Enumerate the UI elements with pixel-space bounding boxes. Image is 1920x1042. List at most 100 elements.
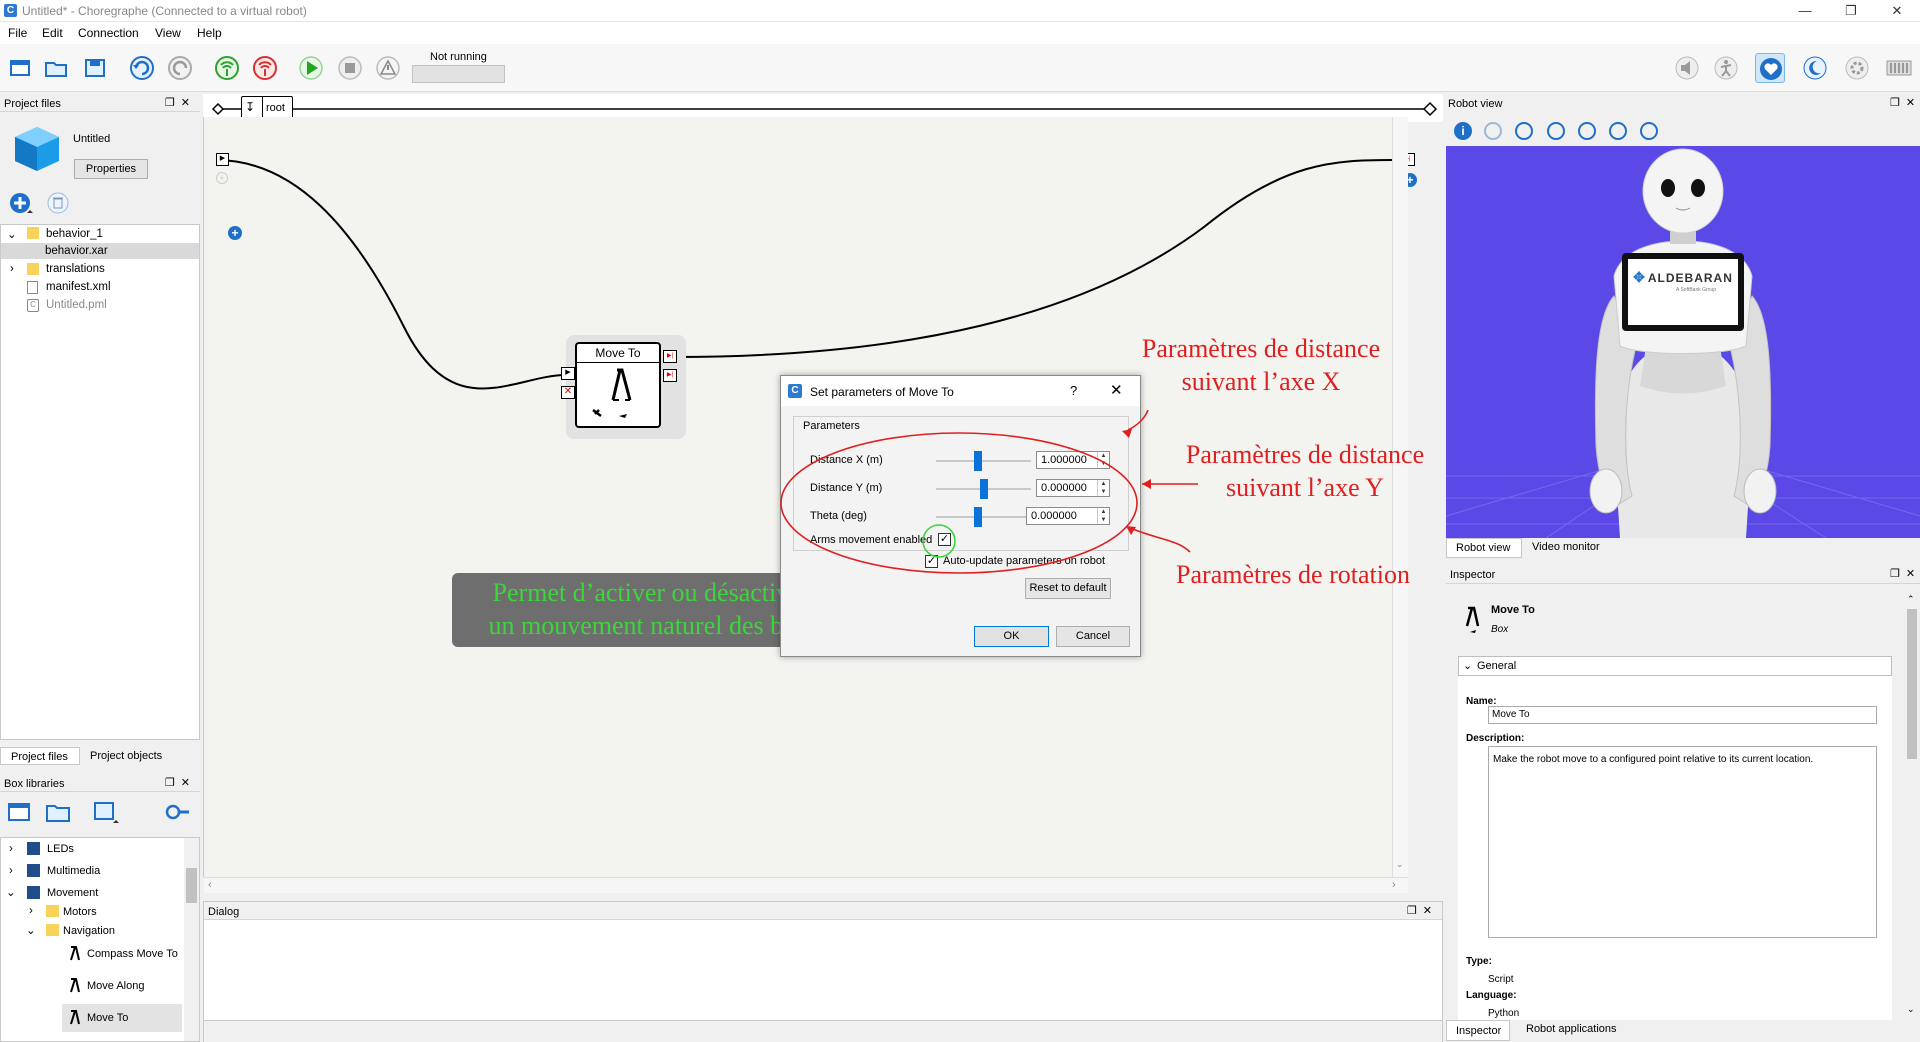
restore-icon[interactable]: ❐ [1845,3,1857,18]
disconnect-icon[interactable] [250,53,280,83]
panel-dock-buttons[interactable]: ❐✕ [164,777,196,789]
tab-project-objects[interactable]: Project objects [90,750,163,762]
robot-3d-view[interactable]: ✥ ALDEBARAN A SoftBank Group [1446,146,1920,538]
tree-chevron-down-icon[interactable]: ⌄ [26,925,36,937]
camera-view-icon[interactable] [1515,122,1533,140]
battery-icon[interactable] [1884,53,1914,83]
panel-dock-buttons[interactable]: ❐✕ [1406,905,1438,917]
tree-chevron-right-icon[interactable]: › [29,905,33,917]
minimize-icon[interactable]: — [1798,3,1812,18]
tree-item-translations[interactable]: translations [46,263,105,275]
tree-item-behavior-1[interactable]: behavior_1 [46,228,103,240]
delete-file-icon[interactable] [47,192,69,214]
tree-chevron-down-icon[interactable]: ⌄ [6,887,16,899]
save-library-icon[interactable] [92,801,122,825]
debug-warning-icon[interactable] [373,53,403,83]
scrollbar-thumb[interactable] [1907,609,1917,759]
tab-robot-view[interactable]: Robot view [1446,538,1522,558]
tab-robot-applications[interactable]: Robot applications [1526,1023,1617,1035]
close-window-icon[interactable]: ✕ [1891,3,1903,18]
add-box-icon[interactable]: + [228,226,242,240]
tree-item-behavior-xar[interactable]: behavior.xar [45,245,108,257]
lib-item-compass-move-to[interactable]: Compass Move To [87,948,178,960]
zoom-icon[interactable] [1547,122,1565,140]
menu-help[interactable]: Help [197,26,222,40]
new-project-icon[interactable] [5,53,35,83]
chevron-left-icon[interactable]: ‹ [208,879,212,891]
theta-spinbox[interactable]: 0.000000▲▼ [1026,507,1110,525]
new-library-icon[interactable] [6,801,32,823]
tree-chevron-right-icon[interactable]: › [9,843,13,855]
connect-icon[interactable] [212,53,242,83]
menu-edit[interactable]: Edit [42,26,63,40]
panel-dock-buttons[interactable]: ❐✕ [164,97,196,109]
lib-item-navigation[interactable]: Navigation [63,925,115,937]
chevron-down-icon[interactable]: ⌄ [1396,859,1404,869]
search-library-icon[interactable] [165,801,191,823]
link-icon[interactable] [1484,122,1502,140]
lib-item-multimedia[interactable]: Multimedia [47,865,101,877]
lib-item-move-along[interactable]: Move Along [87,980,145,992]
undo-icon[interactable] [127,53,157,83]
reset-view-icon[interactable] [1609,122,1627,140]
description-field[interactable]: Make the robot move to a configured poin… [1488,746,1877,938]
box-success-port[interactable]: ▶| [663,350,677,363]
general-section-header[interactable]: ⌄ General [1458,656,1892,676]
chevron-up-icon[interactable]: ⌃ [1907,594,1915,604]
chevron-right-icon[interactable]: › [1392,879,1396,891]
lib-item-motors[interactable]: Motors [63,906,97,918]
chevron-down-icon[interactable]: ⌄ [1907,1004,1915,1014]
tree-item-pml[interactable]: Untitled.pml [46,299,107,311]
open-library-icon[interactable] [45,801,71,823]
slider-thumb[interactable] [980,479,988,499]
menu-view[interactable]: View [155,26,181,40]
tree-chevron-right-icon[interactable]: › [10,263,14,275]
info-icon[interactable]: i [1454,122,1472,140]
distance-y-spinbox[interactable]: 0.000000▲▼ [1036,479,1110,497]
box-onstop-port[interactable]: ✕ [561,386,575,399]
behavior-input-port[interactable]: ▶ [216,153,229,166]
volume-icon[interactable] [1672,53,1702,83]
tab-inspector[interactable]: Inspector [1446,1020,1510,1041]
panel-dock-buttons[interactable]: ❐✕ [1890,568,1920,580]
tab-video-monitor[interactable]: Video monitor [1532,541,1600,553]
distance-x-slider[interactable] [936,451,1031,471]
stop-icon[interactable] [335,53,365,83]
tree-item-manifest[interactable]: manifest.xml [46,281,111,293]
posture-icon[interactable] [1711,53,1741,83]
box-onstart-port[interactable]: ▶ [561,367,575,380]
root-breadcrumb[interactable]: ↧ root [241,96,293,120]
box-failure-port[interactable]: ▶| [663,369,677,382]
lib-item-move-to[interactable]: Move To [87,1012,129,1024]
cancel-button[interactable]: Cancel [1056,626,1130,647]
slider-thumb[interactable] [974,451,982,471]
canvas-vertical-scrollbar[interactable]: ⌄ [1392,117,1408,877]
add-input-icon[interactable]: + [216,172,228,184]
menu-file[interactable]: File [8,26,28,40]
star-view-icon[interactable] [1578,122,1596,140]
menu-connection[interactable]: Connection [78,26,139,40]
help-icon[interactable]: ? [1070,383,1078,398]
lib-item-movement[interactable]: Movement [47,887,99,899]
move-to-box-body[interactable]: Move To [575,342,661,428]
spinbox-arrows-icon[interactable]: ▲▼ [1097,480,1109,496]
reset-default-button[interactable]: Reset to default [1025,578,1111,599]
tab-project-files[interactable]: Project files [0,747,80,765]
properties-button[interactable]: Properties [74,159,148,179]
panel-dock-buttons[interactable]: ❐✕ [1890,97,1920,109]
add-file-icon[interactable] [9,192,35,214]
life-heart-icon[interactable] [1755,53,1785,83]
scrollbar-thumb[interactable] [186,868,197,903]
move-to-box[interactable]: Move To ▶ ✕ ▶| ▶| [561,335,686,439]
settings-gear-icon[interactable] [1842,53,1872,83]
spinbox-arrows-icon[interactable]: ▲▼ [1097,508,1109,524]
open-project-icon[interactable] [41,53,71,83]
slider-thumb[interactable] [974,507,982,527]
ok-button[interactable]: OK [974,626,1049,647]
arms-movement-checkbox[interactable]: ✓ [938,533,951,546]
search-view-icon[interactable] [1640,122,1658,140]
rest-moon-icon[interactable] [1800,53,1830,83]
theta-slider[interactable] [936,507,1031,527]
tree-chevron-right-icon[interactable]: › [9,865,13,877]
close-dialog-icon[interactable]: ✕ [1110,382,1123,399]
